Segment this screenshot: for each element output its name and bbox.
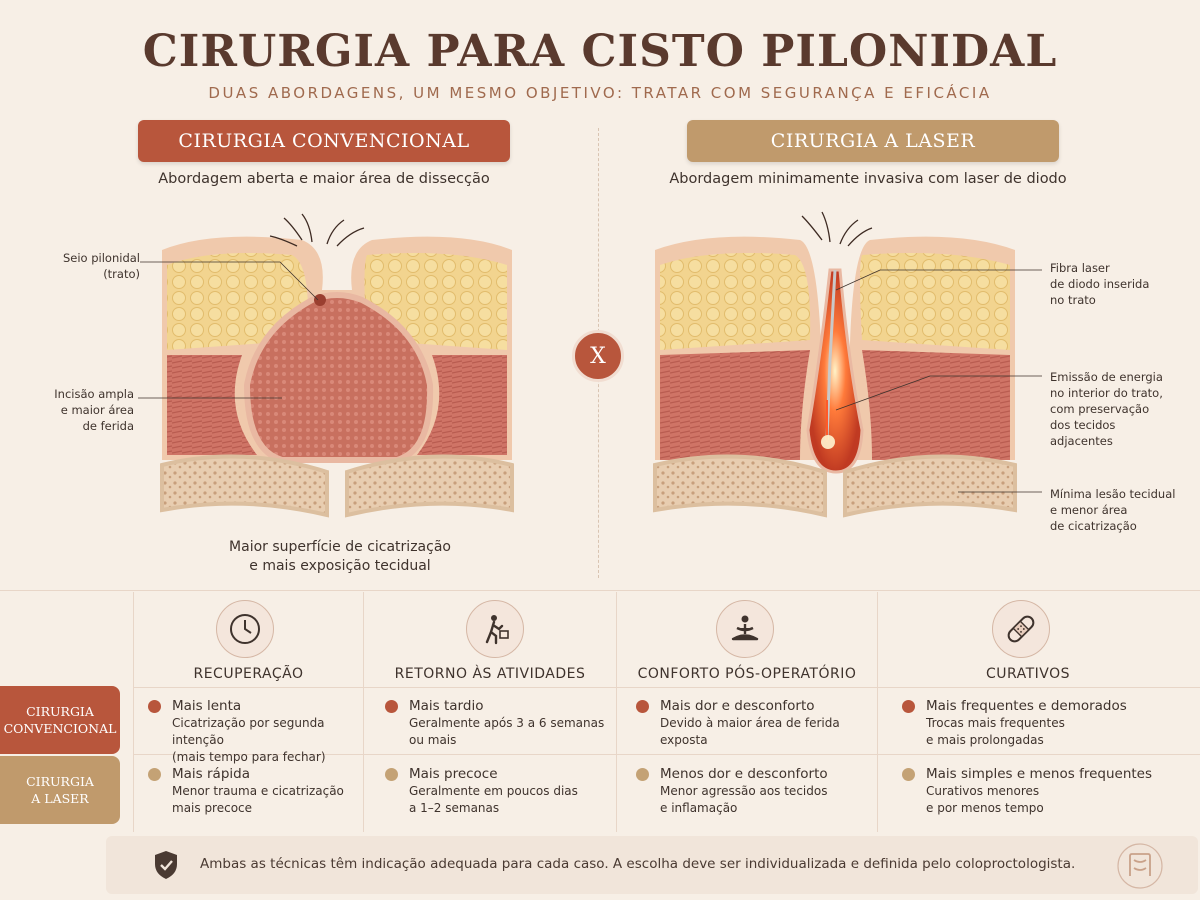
- bullet-dot: [636, 768, 649, 781]
- column-divider: [133, 592, 134, 832]
- table-cell: Menos dor e desconforto Menor agressão a…: [636, 765, 866, 817]
- page-title: CIRURGIA PARA CISTO PILONIDAL: [142, 26, 1058, 77]
- conventional-surgery-illustration: [160, 213, 514, 518]
- column-divider: [877, 592, 878, 832]
- bullet-dot: [148, 768, 161, 781]
- fiber-label: Fibra laser de diodo inserida no trato: [1050, 261, 1150, 307]
- column-header-return: RETORNO ÀS ATIVIDADES: [394, 666, 586, 682]
- lesion-label: Mínima lesão tecidual e menor área de ci…: [1050, 487, 1176, 533]
- footer-note: Ambas as técnicas têm indicação adequada…: [200, 856, 1076, 872]
- conventional-leader-lines: [138, 261, 319, 399]
- energy-label: Emissão de energia no interior do trato,…: [1050, 370, 1163, 448]
- footer-note-box: [106, 836, 1198, 894]
- column-header-comfort: CONFORTO PÓS-OPERATÓRIO: [637, 666, 857, 682]
- laser-subtitle: Abordagem minimamente invasiva com laser…: [669, 171, 1067, 187]
- column-divider: [363, 592, 364, 832]
- bullet-dot: [902, 700, 915, 713]
- bullet-dot: [148, 700, 161, 713]
- bullet-dot: [636, 700, 649, 713]
- laser-surgery-heading: CIRURGIA A LASER: [687, 120, 1059, 162]
- clock-icon: [216, 600, 274, 658]
- laser-leader-lines: [835, 269, 1042, 493]
- meditation-icon: [716, 600, 774, 658]
- versus-badge: X: [572, 330, 624, 382]
- incision-label: Incisão ampla e maior área de ferida: [54, 387, 134, 433]
- shield-icon: [155, 851, 177, 879]
- table-cell: Mais rápida Menor trauma e cicatrização …: [148, 765, 378, 817]
- table-cell: Mais simples e menos frequentes Curativo…: [902, 765, 1182, 817]
- conventional-surgery-heading: CIRURGIA CONVENCIONAL: [138, 120, 510, 162]
- bandage-icon: [992, 600, 1050, 658]
- bullet-dot: [385, 768, 398, 781]
- table-cell: Mais tardio Geralmente após 3 a 6 semana…: [385, 697, 615, 749]
- conventional-caption: Maior superfície de cicatrização e mais …: [229, 539, 451, 574]
- table-cell: Mais frequentes e demorados Trocas mais …: [902, 697, 1182, 749]
- walking-person-icon: [466, 600, 524, 658]
- table-cell: Mais dor e desconforto Devido à maior ár…: [636, 697, 866, 749]
- column-divider: [616, 592, 617, 832]
- conventional-subtitle: Abordagem aberta e maior área de dissecç…: [158, 171, 490, 187]
- column-header-recovery: RECUPERAÇÃO: [193, 666, 304, 682]
- bullet-dot: [902, 768, 915, 781]
- table-cell: Mais lenta Cicatrização por segunda inte…: [148, 697, 378, 766]
- intestine-icon: [1117, 843, 1163, 889]
- row-divider: [134, 687, 1200, 688]
- laser-surgery-illustration: [653, 211, 1017, 518]
- sinus-label: Seio pilonidal (trato): [62, 251, 140, 281]
- bullet-dot: [385, 700, 398, 713]
- page-subtitle: DUAS ABORDAGENS, UM MESMO OBJETIVO: TRAT…: [208, 84, 992, 102]
- comparison-table: [0, 590, 1200, 835]
- column-header-dressings: CURATIVOS: [985, 666, 1071, 682]
- table-cell: Mais precoce Geralmente em poucos dias a…: [385, 765, 615, 817]
- row-divider: [134, 754, 1200, 755]
